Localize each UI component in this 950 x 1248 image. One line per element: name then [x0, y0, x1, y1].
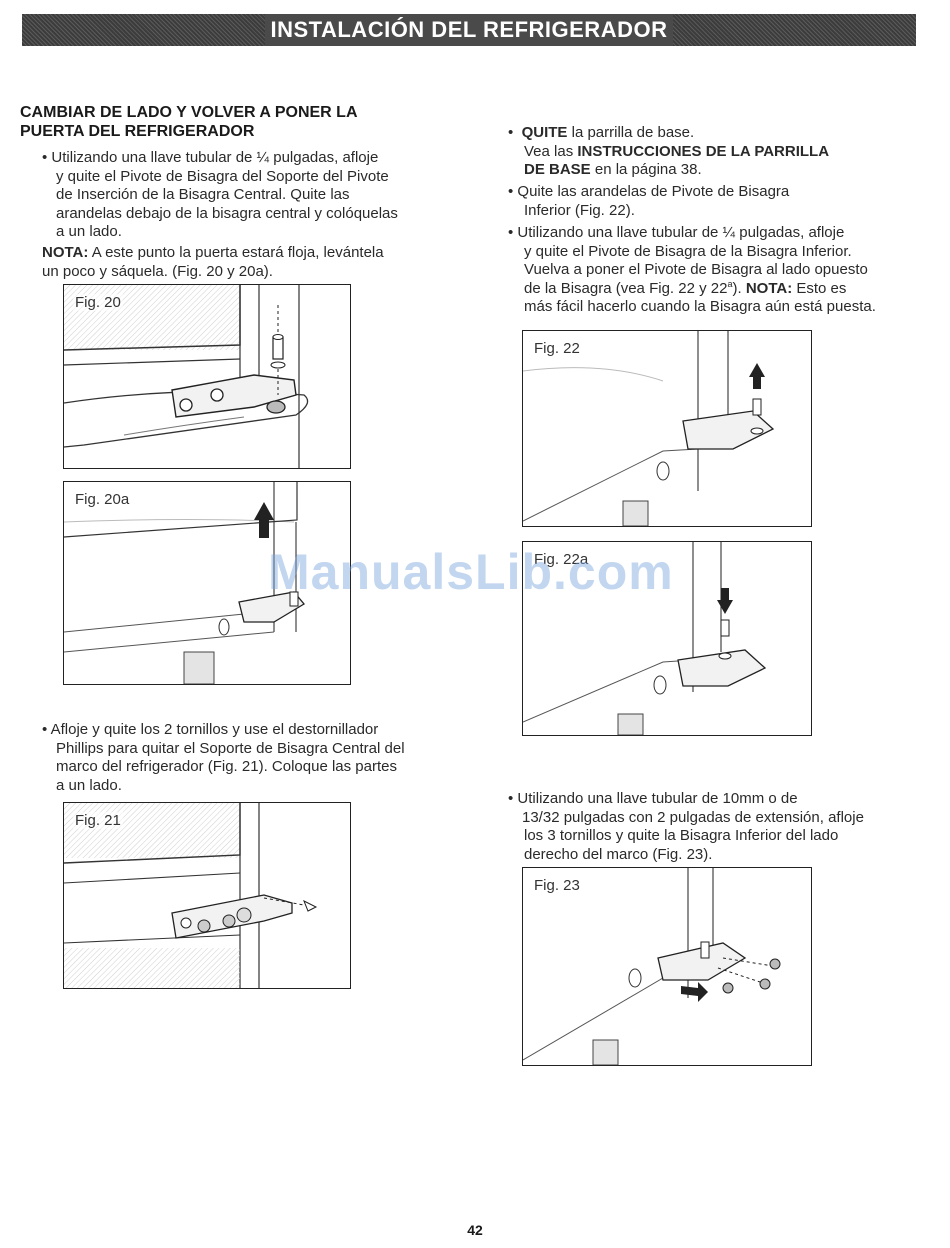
b3-line: y quite el Pivote de Bisagra de la Bisag… [524, 242, 852, 260]
figure-20-illustration [64, 285, 309, 468]
p2-line: Phillips para quitar el Soporte de Bisag… [56, 739, 405, 757]
b3-line: más fácil hacerlo cuando la Bisagra aún … [524, 298, 876, 315]
quite-text: la parrilla de base. [567, 124, 695, 141]
b3-sup: a [727, 278, 733, 289]
page-number: 42 [467, 1222, 483, 1238]
vea-text: Vea las [524, 142, 578, 160]
quite-label: QUITE [521, 124, 568, 141]
section-heading: CAMBIAR DE LADO Y VOLVER A PONER LA PUER… [20, 103, 480, 141]
figure-22a-label: Fig. 22a [532, 551, 591, 568]
b3-line4a: de la Bisagra (vea Fig. 22 y 22 [524, 279, 728, 297]
b4-line: los 3 tornillos y quite la Bisagra Infer… [524, 827, 839, 844]
p1-line: y quite el Pivote de Bisagra del Soporte… [56, 167, 389, 185]
note-text: A este punto la puerta estará floja, lev… [88, 244, 384, 261]
figure-20-label: Fig. 20 [73, 294, 123, 311]
figure-23-illustration [523, 868, 781, 1065]
instruction-paragraph-1: • Utilizando una llave tubular de ¼ pulg… [42, 149, 482, 242]
figure-21-label: Fig. 21 [73, 812, 123, 829]
instruction-paragraph-pivote: • Utilizando una llave tubular de ¼ pulg… [508, 224, 928, 317]
b4-line: 13/32 pulgadas con 2 pulgadas de extensi… [522, 808, 864, 826]
instrucciones-label: INSTRUCCIONES DE LA PARRILLA [577, 142, 830, 160]
pagina-text: en la página 38. [590, 161, 702, 178]
b3-line4b: ). [732, 279, 746, 297]
note-paragraph: NOTA: A este punto la puerta estará floj… [42, 244, 482, 281]
figure-20a: Fig. 20a [63, 481, 351, 685]
b3-line4c: Esto es [792, 279, 847, 297]
instruction-paragraph-quite: • QUITE la parrilla de base. Vea las INS… [508, 124, 830, 178]
p2-line: marco del refrigerador (Fig. 21). Coloqu… [56, 758, 397, 775]
figure-21: Fig. 21 [63, 802, 351, 989]
figure-22: Fig. 22 [522, 330, 812, 527]
figure-23-label: Fig. 23 [532, 877, 582, 894]
instruction-paragraph-arandelas: • Quite las arandelas de Pivote de Bisag… [508, 183, 918, 220]
page-banner: INSTALACIÓN DEL REFRIGERADOR [22, 14, 916, 46]
b3-line: • Utilizando una llave tubular de ¼ pulg… [508, 224, 845, 241]
base-label: DE BASE [524, 161, 591, 178]
p1-line: • Utilizando una llave tubular de ¼ pulg… [42, 149, 379, 166]
figure-20a-illustration [64, 482, 305, 684]
figure-22a-illustration [523, 542, 767, 735]
b4-line: derecho del marco (Fig. 23). [524, 845, 713, 863]
banner-title: INSTALACIÓN DEL REFRIGERADOR [264, 14, 674, 46]
instruction-paragraph-bisagra-inferior: • Utilizando una llave tubular de 10mm o… [508, 790, 928, 864]
heading-line-2: PUERTA DEL REFRIGERADOR [20, 123, 255, 140]
p1-line: arandelas debajo de la bisagra central y… [56, 204, 398, 222]
figure-22-label: Fig. 22 [532, 340, 582, 357]
b3-line: Vuelva a poner el Pivote de Bisagra al l… [524, 261, 868, 278]
b3-nota-label: NOTA: [745, 279, 793, 297]
note-label: NOTA: [42, 244, 89, 261]
instruction-paragraph-2: • Afloje y quite los 2 tornillos y use e… [42, 721, 482, 795]
p2-line: a un lado. [56, 776, 122, 794]
figure-20a-label: Fig. 20a [73, 491, 132, 508]
b2-line: • Quite las arandelas de Pivote de Bisag… [508, 183, 790, 200]
heading-line-1: CAMBIAR DE LADO Y VOLVER A PONER LA [20, 104, 358, 121]
note-text-2: un poco y sáquela. (Fig. 20 y 20a). [42, 262, 273, 280]
figure-22-illustration [523, 331, 775, 526]
figure-21-illustration [64, 803, 318, 988]
p1-line: a un lado. [56, 223, 122, 240]
b4-line: • Utilizando una llave tubular de 10mm o… [508, 790, 798, 807]
figure-20: Fig. 20 [63, 284, 351, 469]
figure-23: Fig. 23 [522, 867, 812, 1066]
figure-22a: Fig. 22a [522, 541, 812, 736]
b2-line: Inferior (Fig. 22). [524, 201, 635, 219]
p1-line: de Inserción de la Bisagra Central. Quit… [56, 186, 350, 203]
p2-line: • Afloje y quite los 2 tornillos y use e… [42, 721, 379, 738]
